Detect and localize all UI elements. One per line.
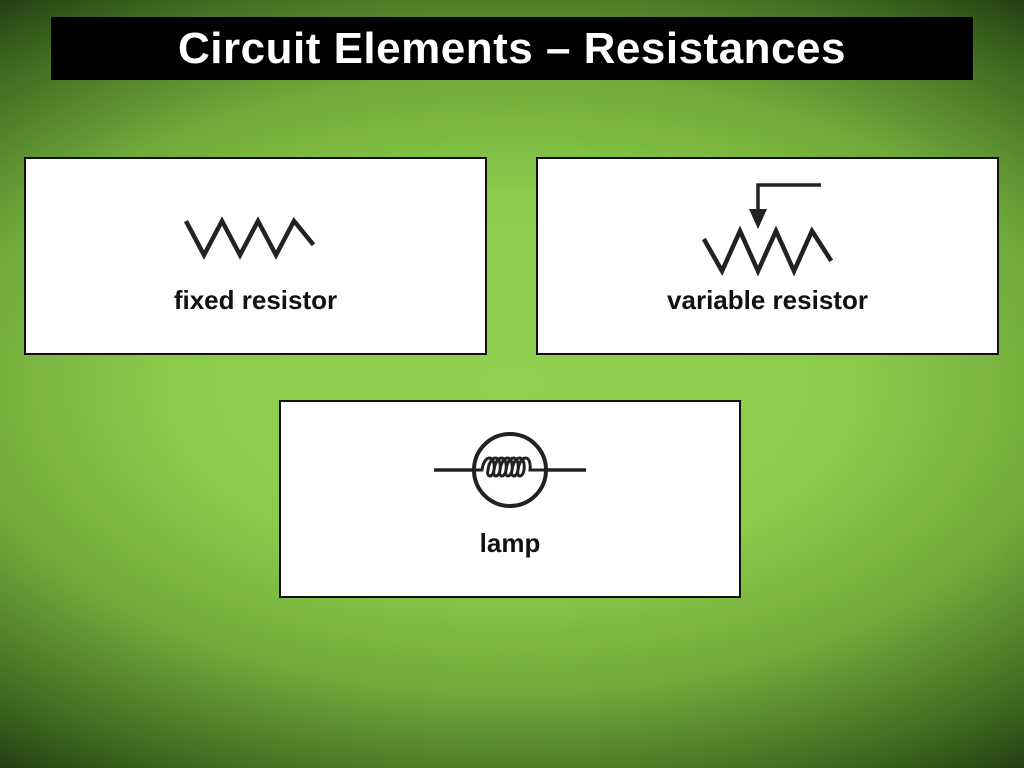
slide-title: Circuit Elements – Resistances	[178, 23, 846, 73]
variable-resistor-label: variable resistor	[667, 285, 868, 315]
fixed-resistor-card: fixed resistor	[24, 157, 487, 355]
fixed-resistor-label: fixed resistor	[173, 285, 338, 315]
variable-resistor-card: variable resistor	[536, 157, 999, 355]
fixed-resistor-icon	[183, 216, 316, 260]
title-bar: Circuit Elements – Resistances	[51, 17, 973, 80]
lamp-icon	[434, 432, 586, 508]
variable-resistor-icon	[701, 183, 834, 277]
lamp-card: lamp	[279, 400, 741, 598]
lamp-label: lamp	[479, 528, 541, 558]
